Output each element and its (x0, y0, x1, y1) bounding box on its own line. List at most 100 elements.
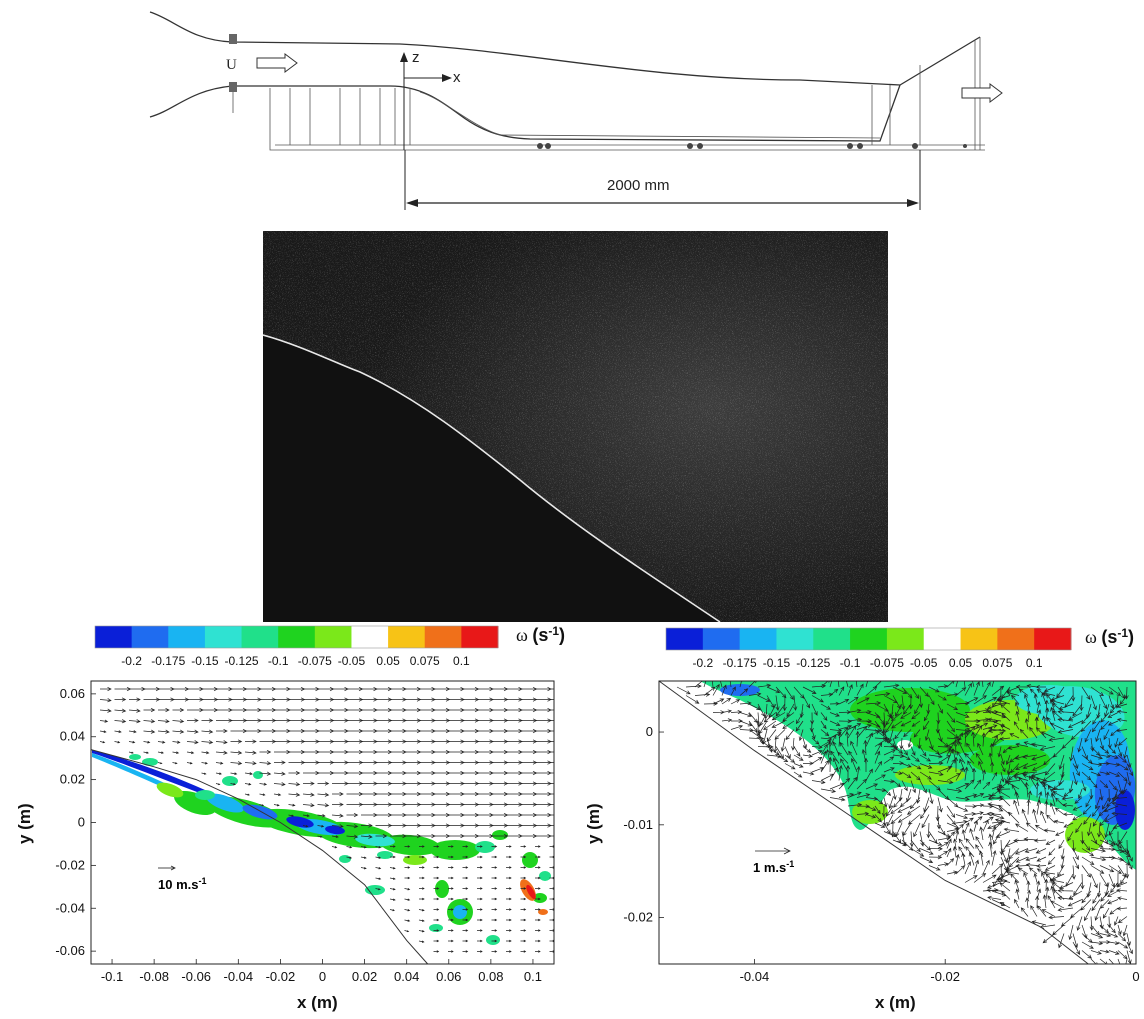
velocity-vector (961, 829, 966, 841)
colorbar-tick-label: -0.075 (298, 654, 332, 668)
velocity-vector (991, 771, 998, 781)
velocity-vector (1090, 746, 1101, 756)
velocity-vector (491, 950, 498, 953)
velocity-vector (520, 833, 538, 839)
velocity-vector (360, 856, 367, 859)
velocity-vector (955, 712, 970, 718)
velocity-vector (847, 684, 853, 696)
velocity-vector (982, 819, 989, 832)
velocity-vector (874, 797, 884, 805)
velocity-vector (883, 831, 897, 838)
velocity-vector (535, 897, 541, 901)
velocity-vector (303, 760, 320, 765)
velocity-vector (375, 686, 393, 692)
velocity-vector (928, 695, 935, 706)
velocity-vector (491, 855, 498, 859)
velocity-vector (703, 686, 716, 696)
velocity-vector (520, 791, 538, 797)
velocity-vector (1031, 920, 1047, 926)
velocity-vector (991, 825, 997, 841)
velocity-vector (946, 712, 956, 723)
velocity-vector (419, 728, 436, 734)
velocity-vector (1126, 754, 1132, 768)
velocity-vector (273, 771, 286, 776)
velocity-vector (956, 750, 966, 764)
velocity-vector (433, 770, 451, 776)
velocity-vector (1045, 839, 1056, 845)
velocity-vector (535, 918, 541, 922)
velocity-vector (1006, 691, 1020, 696)
velocity-vector (143, 707, 156, 713)
velocity-vector (1099, 686, 1114, 695)
velocity-vector (288, 697, 306, 702)
velocity-vector (1090, 873, 1098, 889)
velocity-vector (1097, 822, 1102, 838)
velocity-vector (975, 844, 984, 858)
velocity-vector (1080, 831, 1085, 845)
velocity-vector (375, 770, 393, 776)
velocity-vector (997, 746, 1002, 758)
velocity-vector (1052, 746, 1065, 758)
colorbar-tick-label: -0.05 (338, 654, 366, 668)
velocity-vector (172, 697, 190, 702)
velocity-vector (901, 695, 906, 711)
velocity-vector (389, 877, 396, 880)
velocity-vector (910, 848, 925, 857)
velocity-vector (1057, 888, 1074, 893)
velocity-vector (244, 750, 257, 755)
x-tick-label: 0.06 (436, 969, 461, 984)
velocity-vector (506, 791, 523, 797)
velocity-vector (1090, 950, 1102, 955)
velocity-vector (506, 897, 512, 901)
velocity-vector (987, 796, 1002, 801)
velocity-vector (419, 686, 436, 692)
velocity-vector (477, 697, 494, 702)
velocity-vector (215, 750, 228, 755)
velocity-vector (158, 686, 175, 692)
velocity-vector (491, 823, 509, 828)
velocity-vector (1048, 915, 1065, 920)
velocity-vector (991, 685, 1005, 696)
velocity-vector (375, 728, 393, 734)
velocity-vector (448, 833, 465, 839)
colorbar-swatch (739, 628, 777, 650)
velocity-vector (361, 728, 378, 734)
velocity-vector (520, 707, 538, 713)
velocity-vector (928, 780, 941, 791)
velocity-vector (775, 695, 780, 711)
velocity-vector (477, 855, 483, 859)
velocity-vector (477, 833, 494, 839)
velocity-vector (784, 746, 791, 759)
velocity-vector (506, 908, 512, 911)
colorbar-swatch (241, 626, 279, 648)
velocity-vector (1036, 799, 1042, 815)
velocity-vector (828, 756, 833, 773)
velocity-vector (375, 877, 382, 880)
velocity-vector (919, 763, 933, 769)
colorbar-swatch (923, 628, 962, 650)
velocity-vector (847, 696, 859, 705)
velocity-vector (274, 718, 291, 723)
velocity-vector (1031, 742, 1047, 747)
velocity-vector (549, 825, 554, 826)
velocity-vector (1036, 791, 1043, 807)
velocity-vector (892, 761, 904, 766)
velocity-vector (1069, 746, 1074, 762)
velocity-vector (1036, 688, 1047, 696)
velocity-vector (1072, 941, 1080, 955)
velocity-vector (448, 781, 465, 786)
velocity-vector (361, 749, 378, 755)
velocity-vector (910, 763, 922, 770)
velocity-vector (288, 739, 306, 744)
velocity-vector (795, 712, 804, 725)
velocity-vector (986, 811, 1002, 817)
vorticity-contour (377, 851, 393, 859)
velocity-vector (419, 781, 436, 786)
velocity-vector (1112, 822, 1128, 830)
velocity-vector (1010, 873, 1020, 883)
vorticity-contour (429, 924, 443, 932)
velocity-vector (1080, 873, 1085, 890)
velocity-vector (419, 866, 425, 869)
velocity-vector (1074, 797, 1083, 804)
